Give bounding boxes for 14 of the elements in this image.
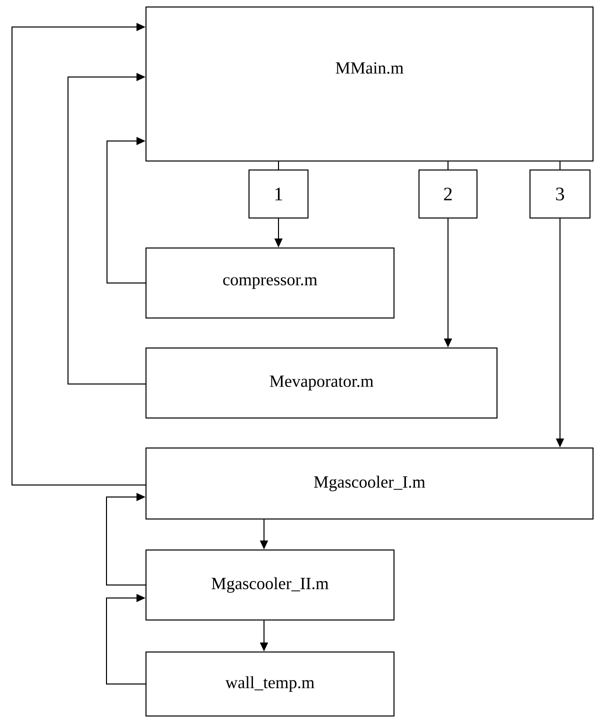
module-box: MMain.m [146, 6, 594, 162]
module-box: wall_temp.m [146, 652, 394, 716]
arrow [106, 136, 146, 284]
module-box: Mevaporator.m [146, 348, 498, 418]
module-box: Mgascooler_I.m [146, 448, 594, 520]
arrow [106, 594, 146, 684]
module-box: Mgascooler_II.m [146, 550, 394, 620]
arrow [12, 22, 146, 486]
number-box: 3 [530, 170, 590, 218]
arrow [106, 492, 146, 586]
module-box: compressor.m [146, 248, 394, 318]
arrow [68, 72, 146, 384]
number-box: 1 [248, 170, 308, 218]
number-box: 2 [418, 170, 478, 218]
